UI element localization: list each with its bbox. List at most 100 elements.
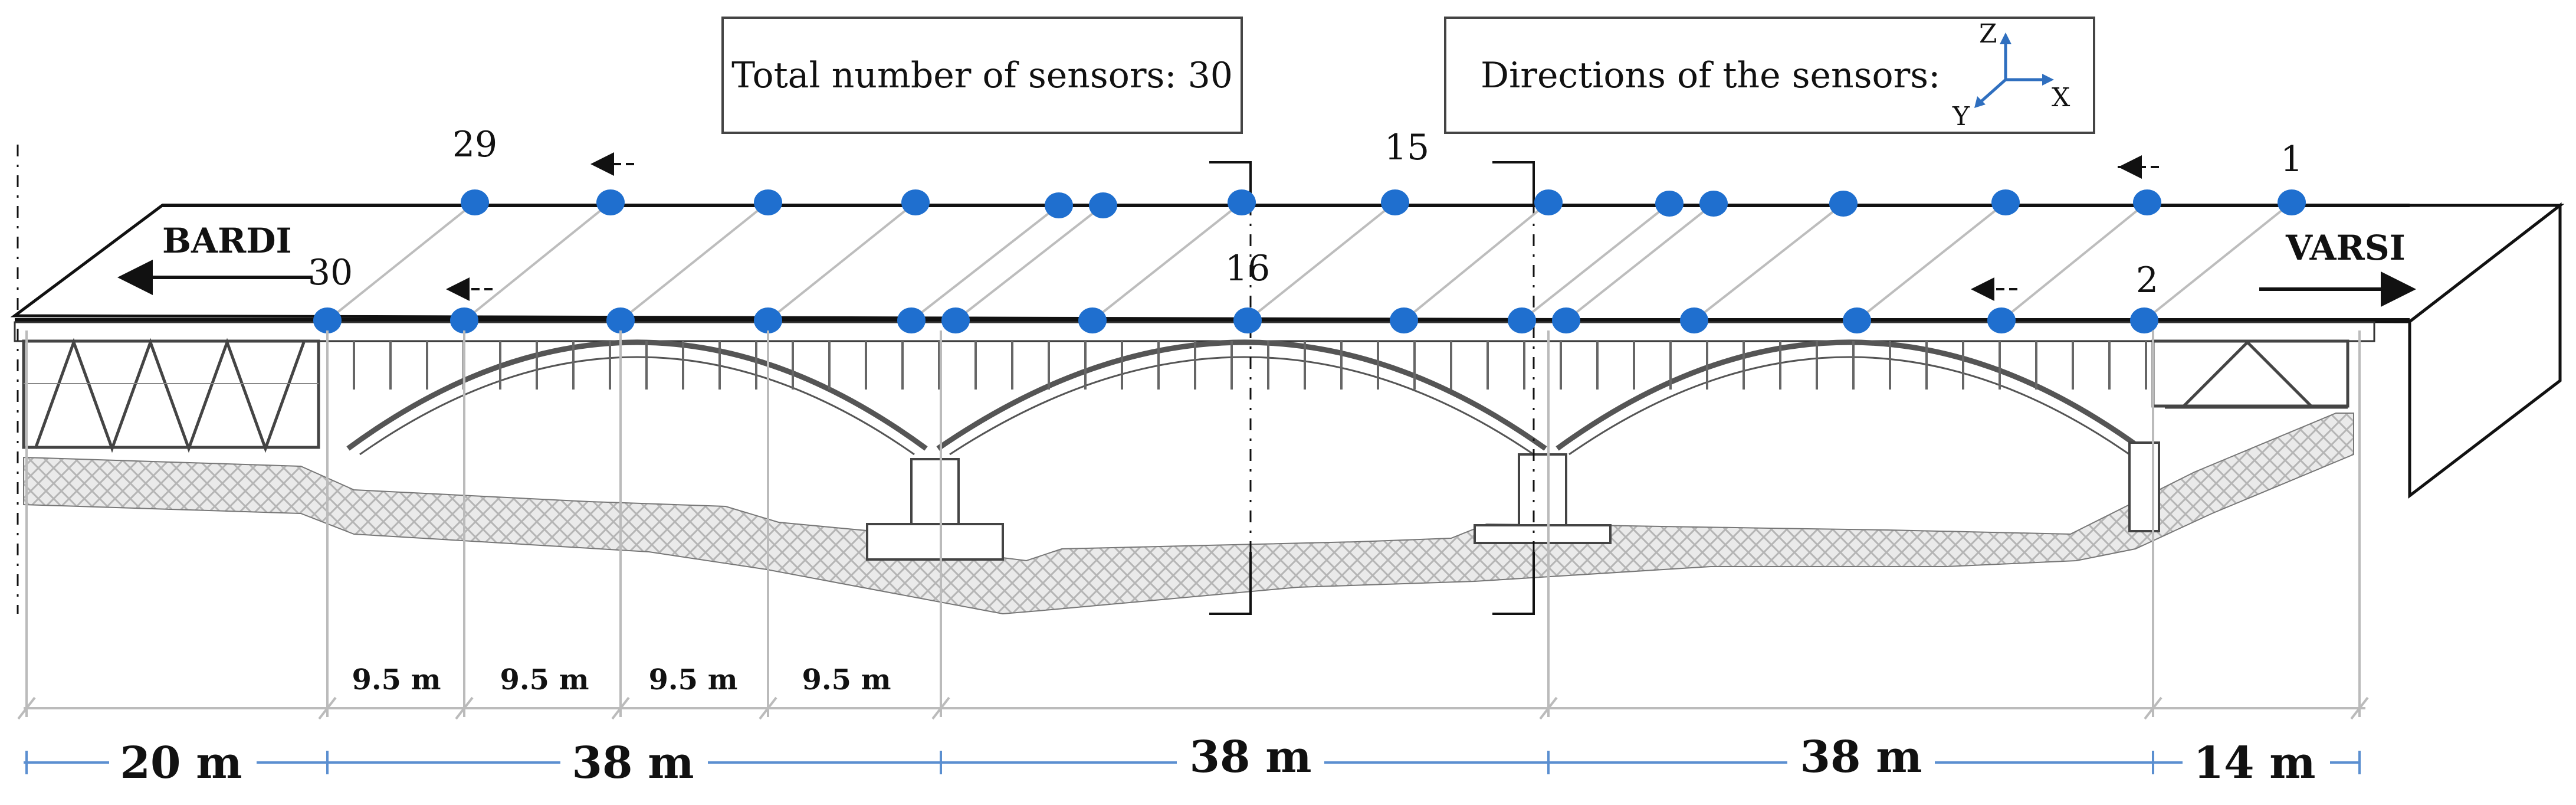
- sensor-14: [1390, 307, 1418, 333]
- sensor-connector-line: [1521, 202, 1671, 322]
- place-label-left: BARDI: [162, 221, 292, 261]
- sensor-30: [313, 307, 342, 333]
- sensor-17: [1228, 189, 1256, 215]
- sensor-connector-line: [2143, 201, 2293, 322]
- sensor-connector-line: [619, 201, 769, 322]
- ground-profile: [23, 413, 2354, 615]
- sensor-10: [1552, 307, 1580, 333]
- sensors: [313, 189, 2306, 333]
- sensor-connector-line: [1403, 201, 1550, 322]
- span-label-1: 20 m: [120, 738, 242, 788]
- spacing-tick: [2144, 696, 2162, 720]
- z-axis-label: Z: [1979, 19, 1997, 49]
- deck-girder: [14, 321, 2375, 342]
- piers: [866, 441, 2160, 561]
- place-label-right: VARSI: [2285, 228, 2406, 268]
- sensor-spacing-label-4: 9.5 m: [802, 663, 891, 696]
- sensor-28: [450, 307, 478, 333]
- pier-1: [910, 458, 960, 525]
- span-label-5: 14 m: [2193, 738, 2315, 788]
- sensor-connector-line: [954, 204, 1104, 322]
- spacing-tick: [1539, 696, 1558, 720]
- spacing-tick: [931, 696, 950, 720]
- total-sensors-box: [721, 17, 1243, 134]
- sensor-connector-line: [1856, 201, 2007, 322]
- sensor-16: [1233, 307, 1262, 333]
- sensor-9: [1699, 191, 1728, 217]
- sensor-11: [1655, 191, 1684, 217]
- sensor-5: [1991, 189, 2020, 215]
- sensor-spacing-label-2: 9.5 m: [500, 663, 589, 696]
- sensor-6: [1843, 307, 1871, 333]
- sensor-label-2: 2: [2136, 260, 2158, 301]
- dashed-direction-arrows: [446, 152, 2159, 301]
- sensor-25: [754, 189, 782, 215]
- y-axis-label: Y: [1952, 102, 1970, 132]
- sensor-29: [461, 189, 489, 215]
- sensor-26: [606, 307, 635, 333]
- span-label-3: 38 m: [1189, 732, 1311, 783]
- pier-2: [1518, 453, 1567, 526]
- sensor-label-30: 30: [308, 252, 353, 293]
- total-sensors-label: Total number of sensors: 30: [731, 55, 1233, 96]
- sensor-19: [1089, 192, 1117, 218]
- sensor-connector-line: [1091, 201, 1243, 322]
- sensor-label-29: 29: [452, 124, 497, 165]
- spacing-tick: [318, 696, 337, 720]
- sensor-4: [1987, 307, 2016, 333]
- dimension-extension-lines: [25, 330, 2361, 717]
- directions-label: Directions of the sensors:: [1481, 55, 1940, 96]
- sensor-connector-line: [767, 201, 917, 322]
- sensor-connector-line: [463, 201, 612, 322]
- sensor-connector-line: [2000, 201, 2148, 322]
- sensor-24: [754, 307, 782, 333]
- left-truss: [22, 338, 320, 453]
- arch-3: [1556, 339, 2143, 451]
- pier-1-footing: [866, 523, 1004, 561]
- x-axis-label: X: [2052, 83, 2070, 113]
- arch-2: [936, 339, 1547, 451]
- sensor-18: [1078, 307, 1107, 333]
- sensor-label-15: 15: [1384, 127, 1429, 168]
- sensor-2: [2130, 307, 2158, 333]
- sensor-20: [941, 307, 970, 333]
- spacing-tick: [759, 696, 777, 720]
- sensor-connector-line: [1565, 202, 1715, 322]
- right-truss: [2151, 339, 2349, 409]
- sensor-spacing-label-1: 9.5 m: [352, 663, 441, 696]
- sensor-12: [1508, 307, 1536, 333]
- spandrel-posts: [353, 341, 2147, 390]
- sensor-connector-line: [326, 201, 476, 322]
- directions-box: [1444, 17, 2095, 134]
- sensor-22: [897, 307, 926, 333]
- spacing-tick: [611, 696, 630, 720]
- span-label-4: 38 m: [1800, 732, 1922, 783]
- sensor-connector-line: [1693, 202, 1845, 322]
- arch-1: [346, 339, 928, 451]
- section-marks: [17, 145, 1535, 615]
- sensor-13: [1534, 189, 1563, 215]
- pier-2-footing: [1474, 524, 1612, 544]
- sensor-spacing-label-3: 9.5 m: [648, 663, 737, 696]
- sensor-23: [901, 189, 930, 215]
- dimension-ticks: [17, 696, 2369, 774]
- sensor-1: [2278, 189, 2306, 215]
- deck-top-surface: [10, 204, 2565, 323]
- y-axis-arrow: [1978, 78, 2007, 104]
- sensor-15: [1381, 189, 1409, 215]
- sensor-3: [2133, 189, 2161, 215]
- sensor-27: [596, 189, 625, 215]
- spacing-tick: [17, 696, 36, 720]
- sensor-label-1: 1: [2280, 139, 2303, 180]
- sensor-connector-line: [910, 204, 1060, 322]
- sensor-21: [1045, 192, 1073, 218]
- span-label-2: 38 m: [572, 738, 694, 788]
- spacing-tick: [2350, 696, 2369, 720]
- spacing-tick: [455, 696, 474, 720]
- abutment-right-pier: [2128, 441, 2160, 532]
- arches: [346, 339, 2143, 456]
- sensor-connector-line: [1246, 201, 1396, 322]
- sensor-connectors: [326, 201, 2293, 322]
- sensor-7: [1829, 191, 1858, 217]
